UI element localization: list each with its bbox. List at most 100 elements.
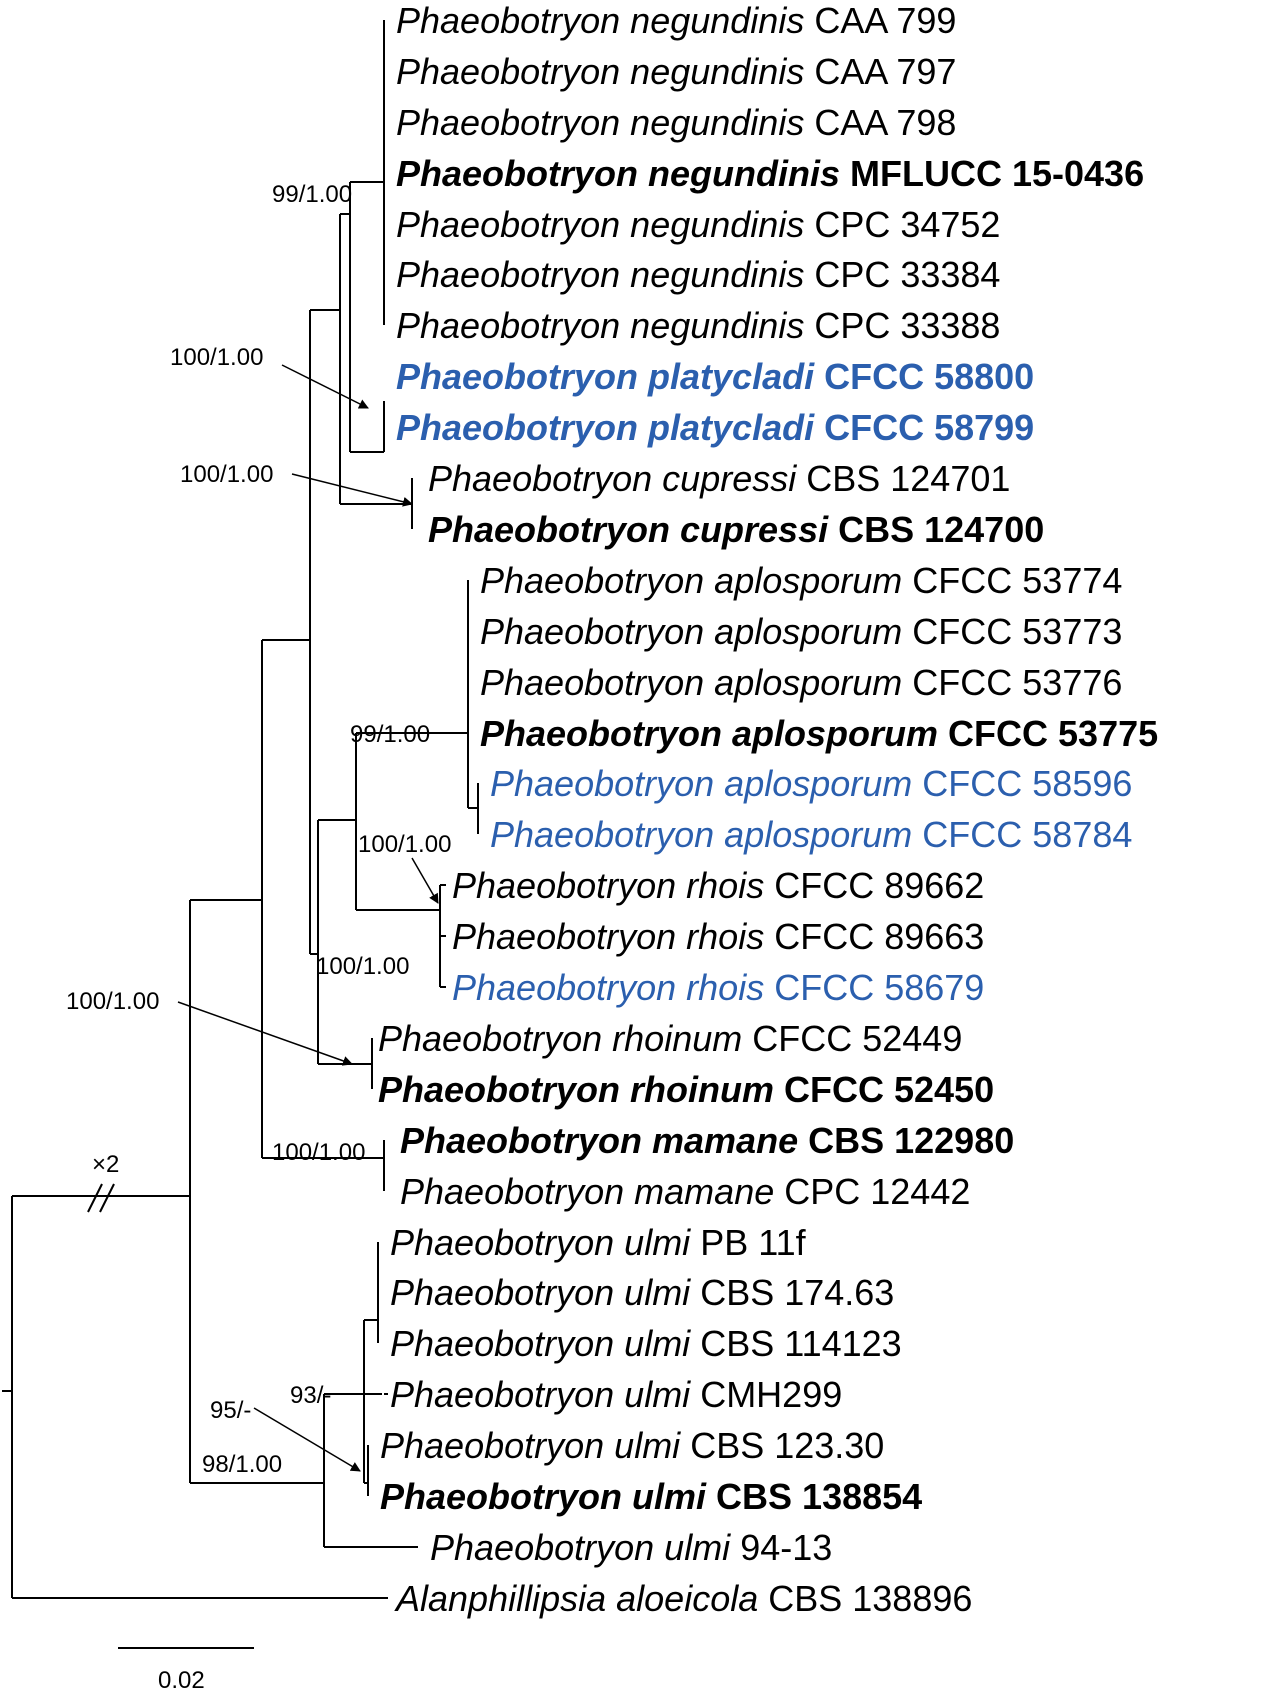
taxon-label: Phaeobotryon mamane CPC 12442 (400, 1171, 970, 1212)
taxon-label: Phaeobotryon ulmi CBS 174.63 (390, 1272, 894, 1313)
support-label: 100/1.00 (66, 988, 159, 1015)
strain-code: CFCC 58800 (814, 356, 1034, 397)
taxon-name: Phaeobotryon platycladi (396, 356, 815, 397)
strain-code: CFCC 52450 (774, 1069, 994, 1110)
taxon-label: Phaeobotryon cupressi CBS 124700 (428, 509, 1044, 550)
support-label: 98/1.00 (202, 1451, 282, 1478)
taxon-labels: Phaeobotryon negundinis CAA 799Phaeobotr… (378, 0, 1158, 1619)
strain-code: CFCC 89662 (764, 865, 984, 906)
strain-code: CPC 33384 (804, 254, 1000, 295)
taxon-label: Phaeobotryon negundinis MFLUCC 15-0436 (396, 153, 1144, 194)
taxon-label: Phaeobotryon ulmi CMH299 (390, 1374, 842, 1415)
taxon-name: Phaeobotryon mamane (400, 1171, 774, 1212)
taxon-name: Phaeobotryon platycladi (396, 407, 815, 448)
taxon-name: Phaeobotryon ulmi (390, 1374, 691, 1415)
strain-code: CBS 124701 (796, 458, 1010, 499)
support-label: 100/1.00 (170, 344, 263, 371)
taxon-label: Phaeobotryon rhois CFCC 58679 (452, 967, 984, 1008)
strain-code: CFCC 58679 (764, 967, 984, 1008)
support-label: 100/1.00 (358, 831, 451, 858)
taxon-name: Phaeobotryon aplosporum (490, 763, 912, 804)
strain-code: CPC 12442 (774, 1171, 970, 1212)
strain-code: CFCC 53775 (938, 713, 1158, 754)
strain-code: PB 11f (690, 1222, 806, 1263)
taxon-name: Phaeobotryon cupressi (428, 458, 797, 499)
taxon-name: Phaeobotryon rhois (452, 967, 764, 1008)
taxon-name: Phaeobotryon negundinis (396, 51, 804, 92)
support-arrow (281, 364, 369, 409)
taxon-name: Phaeobotryon aplosporum (480, 713, 938, 754)
taxon-label: Phaeobotryon aplosporum CFCC 53773 (480, 611, 1122, 652)
strain-code: CFCC 58784 (912, 814, 1132, 855)
strain-code: CFCC 58799 (814, 407, 1034, 448)
taxon-name: Phaeobotryon ulmi (380, 1425, 681, 1466)
scale-bar: 0.02 (118, 1647, 254, 1694)
taxon-name: Phaeobotryon rhoinum (378, 1069, 774, 1110)
strain-code: CBS 122980 (798, 1120, 1014, 1161)
taxon-name: Phaeobotryon aplosporum (490, 814, 912, 855)
strain-code: CBS 123.30 (680, 1425, 884, 1466)
support-label: 99/1.00 (350, 721, 430, 748)
strain-code: CBS 138854 (706, 1476, 922, 1517)
strain-code: CPC 34752 (804, 204, 1000, 245)
taxon-name: Phaeobotryon aplosporum (480, 611, 902, 652)
taxon-name: Phaeobotryon ulmi (380, 1476, 707, 1517)
taxon-label: Phaeobotryon cupressi CBS 124701 (428, 458, 1010, 499)
taxon-label: Phaeobotryon aplosporum CFCC 53776 (480, 662, 1122, 703)
taxon-label: Phaeobotryon negundinis CPC 34752 (396, 204, 1000, 245)
strain-code: CAA 798 (804, 102, 956, 143)
taxon-label: Phaeobotryon rhoinum CFCC 52449 (378, 1018, 962, 1059)
strain-code: CFCC 53774 (902, 560, 1122, 601)
taxon-name: Phaeobotryon ulmi (390, 1323, 691, 1364)
taxon-name: Phaeobotryon negundinis (396, 254, 804, 295)
strain-code: CBS 174.63 (690, 1272, 894, 1313)
taxon-label: Phaeobotryon mamane CBS 122980 (400, 1120, 1014, 1161)
taxon-label: Phaeobotryon aplosporum CFCC 58596 (490, 763, 1132, 804)
taxon-label: Phaeobotryon negundinis CAA 798 (396, 102, 956, 143)
taxon-label: Phaeobotryon negundinis CAA 797 (396, 51, 956, 92)
strain-code: CBS 124700 (828, 509, 1044, 550)
taxon-name: Phaeobotryon negundinis (396, 102, 804, 143)
strain-code: CFCC 52449 (742, 1018, 962, 1059)
taxon-label: Phaeobotryon ulmi 94-13 (430, 1527, 832, 1568)
taxon-label: Phaeobotryon negundinis CAA 799 (396, 0, 956, 41)
taxon-label: Phaeobotryon negundinis CPC 33384 (396, 254, 1000, 295)
strain-code: CMH299 (690, 1374, 842, 1415)
taxon-label: Phaeobotryon aplosporum CFCC 53774 (480, 560, 1122, 601)
taxon-name: Phaeobotryon aplosporum (480, 560, 902, 601)
strain-code: 94-13 (730, 1527, 832, 1568)
taxon-name: Phaeobotryon negundinis (396, 153, 840, 194)
strain-code: CFCC 53773 (902, 611, 1122, 652)
taxon-label: Phaeobotryon ulmi CBS 114123 (390, 1323, 902, 1364)
taxon-label: Alanphillipsia aloeicola CBS 138896 (394, 1578, 972, 1619)
taxon-name: Phaeobotryon rhoinum (378, 1018, 742, 1059)
support-arrow (411, 857, 439, 904)
support-values: 99/1.00 100/1.00 100/1.00 99/1.00 100/1.… (66, 181, 451, 1478)
taxon-label: Phaeobotryon platycladi CFCC 58800 (396, 356, 1034, 397)
taxon-name: Phaeobotryon ulmi (390, 1272, 691, 1313)
support-arrows (177, 364, 439, 1472)
taxon-name: Phaeobotryon mamane (400, 1120, 798, 1161)
taxon-name: Phaeobotryon ulmi (430, 1527, 731, 1568)
taxon-label: Phaeobotryon ulmi CBS 123.30 (380, 1425, 884, 1466)
taxon-label: Phaeobotryon aplosporum CFCC 53775 (480, 713, 1158, 754)
strain-code: CAA 797 (804, 51, 956, 92)
taxon-name: Phaeobotryon negundinis (396, 204, 804, 245)
break-label: ×2 (92, 1151, 119, 1178)
tree-branches (2, 20, 479, 1599)
taxon-name: Phaeobotryon rhois (452, 916, 764, 957)
taxon-label: Phaeobotryon platycladi CFCC 58799 (396, 407, 1034, 448)
taxon-label: Phaeobotryon ulmi CBS 138854 (380, 1476, 922, 1517)
taxon-label: Phaeobotryon rhois CFCC 89662 (452, 865, 984, 906)
taxon-name: Phaeobotryon negundinis (396, 305, 804, 346)
taxon-label: Phaeobotryon negundinis CPC 33388 (396, 305, 1000, 346)
taxon-label: Phaeobotryon rhoinum CFCC 52450 (378, 1069, 994, 1110)
taxon-label: Phaeobotryon rhois CFCC 89663 (452, 916, 984, 957)
taxon-name: Phaeobotryon rhois (452, 865, 764, 906)
taxon-name: Phaeobotryon ulmi (390, 1222, 691, 1263)
strain-code: MFLUCC 15-0436 (840, 153, 1144, 194)
taxon-name: Phaeobotryon aplosporum (480, 662, 902, 703)
strain-code: CBS 114123 (690, 1323, 901, 1364)
support-label: 99/1.00 (272, 181, 352, 208)
